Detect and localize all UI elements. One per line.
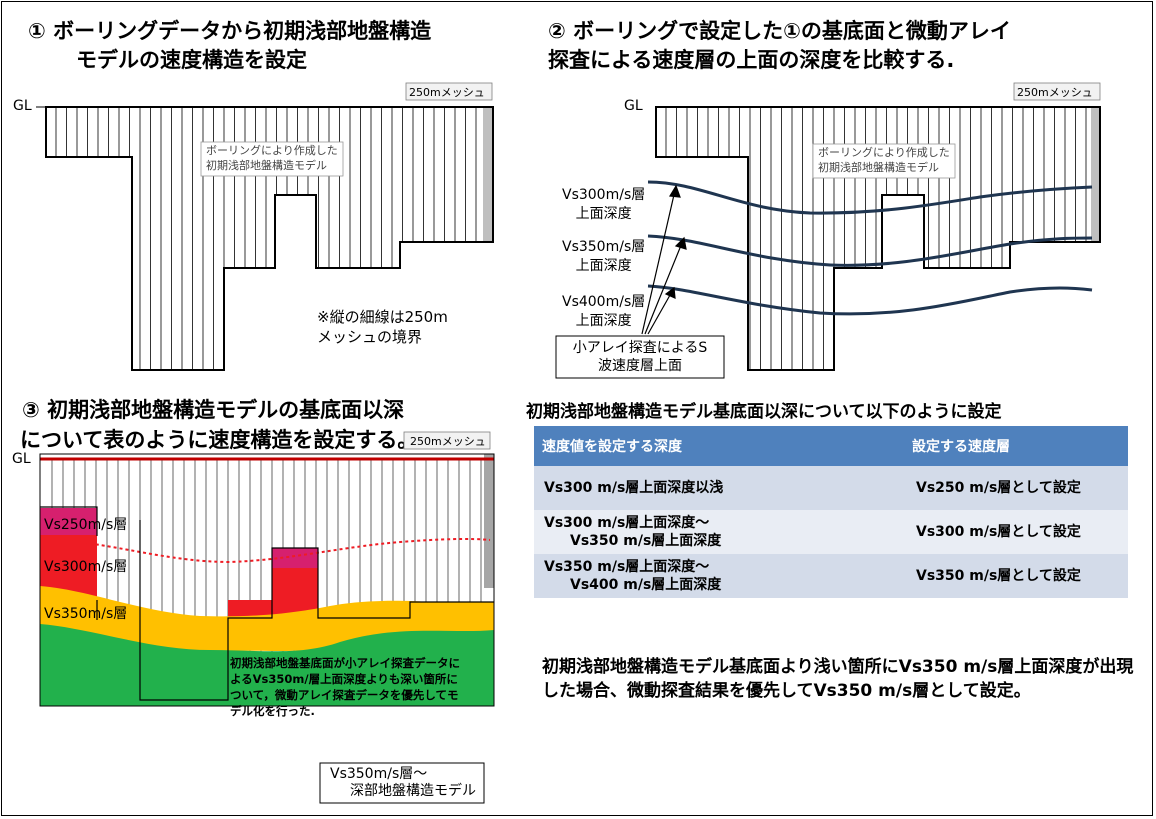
table-cell-depth: Vs300 m/s層上面深度以浅	[534, 466, 904, 510]
panel3-heading-line1: ③ 初期浅部地盤構造モデルの基底面以深	[22, 398, 405, 422]
panel2-heading-line2: 探査による速度層の上面の深度を比較する.	[548, 48, 955, 72]
panel1-model-label: ボーリングにより作成した初期浅部地盤構造モデル	[206, 144, 338, 172]
panel1-heading-line2: モデルの速度構造を設定	[76, 48, 307, 72]
panel1-heading-line1: ① ボーリングデータから初期浅部地盤構造	[28, 19, 432, 43]
panel2-model-label-box	[812, 143, 956, 179]
panel3-frame	[39, 453, 495, 707]
panel3-mesh-label: 250mメッシュ	[410, 435, 486, 448]
panel1-model-label-box	[200, 141, 344, 177]
panel3-gl-label: GL	[12, 451, 31, 467]
panel3-mesh-box	[403, 431, 491, 450]
vs350-top-curve	[647, 234, 1093, 267]
panel1-mesh-label: 250mメッシュ	[409, 86, 485, 99]
panel3-deep-label-box	[319, 762, 485, 804]
table-row: Vs350 m/s層上面深度〜Vs400 m/s層上面深度 Vs350 m/s層…	[534, 554, 1128, 598]
panel1-mesh-box	[405, 82, 493, 101]
panel3-heading-line2: について表のように速度構造を設定する。	[20, 428, 419, 452]
table-cell-layer: Vs250 m/s層として設定	[904, 466, 1128, 510]
table-cell-depth: Vs300 m/s層上面深度〜Vs350 m/s層上面深度	[534, 510, 904, 554]
panel3-vs350-label: Vs350m/s層	[44, 606, 128, 622]
panel2-gl-label: GL	[624, 98, 643, 114]
table-cell-layer: Vs350 m/s層として設定	[904, 554, 1128, 598]
table-header-row: 速度値を設定する深度 設定する速度層	[534, 426, 1128, 466]
panel4-heading: 初期浅部地盤構造モデル基底面以深について以下のように設定	[526, 402, 1002, 422]
vs300-top-curve	[647, 180, 1093, 215]
panel3-model	[40, 454, 494, 706]
panel2-callout-box	[555, 335, 725, 379]
table-row: Vs300 m/s層上面深度以浅 Vs250 m/s層として設定	[534, 466, 1128, 510]
table-row: Vs300 m/s層上面深度〜Vs350 m/s層上面深度 Vs300 m/s層…	[534, 510, 1128, 554]
panel3-note: 初期浅部地盤基底面が小アレイ探査データによるVs350m/層上面深度よりも深い箇…	[230, 656, 460, 718]
table-header-layer: 設定する速度層	[904, 426, 1128, 466]
table-cell-depth: Vs350 m/s層上面深度〜Vs400 m/s層上面深度	[534, 554, 904, 598]
table-header-depth: 速度値を設定する深度	[534, 426, 904, 466]
velocity-setting-table: 速度値を設定する深度 設定する速度層 Vs300 m/s層上面深度以浅 Vs25…	[534, 426, 1128, 598]
panel3-vs250-label: Vs250m/s層	[44, 517, 128, 533]
panel3-deep-label: Vs350m/s層〜深部地盤構造モデル	[330, 766, 476, 799]
table-cell-layer: Vs300 m/s層として設定	[904, 510, 1128, 554]
panel4-note: 初期浅部地盤構造モデル基底面より浅い箇所にVs350 m/s層上面深度が出現した…	[542, 657, 1134, 701]
panel1-gl-label: GL	[13, 98, 32, 114]
panel2-model-label: ボーリングにより作成した初期浅部地盤構造モデル	[818, 146, 950, 174]
panel2-mesh-label: 250mメッシュ	[1017, 86, 1093, 99]
panel2-vs350-label: Vs350m/s層上面深度	[562, 239, 646, 274]
panel2-heading-line1: ② ボーリングで設定した①の基底面と微動アレイ	[548, 19, 1011, 43]
vs400-top-curve	[647, 284, 1093, 316]
panel2-vs300-label: Vs300m/s層上面深度	[562, 187, 646, 222]
panel2-vs400-label: Vs400m/s層上面深度	[562, 294, 646, 329]
panel2-mesh-box	[1013, 82, 1101, 101]
panel3-vs300-label: Vs300m/s層	[44, 559, 128, 575]
callout-arrows	[641, 184, 687, 335]
